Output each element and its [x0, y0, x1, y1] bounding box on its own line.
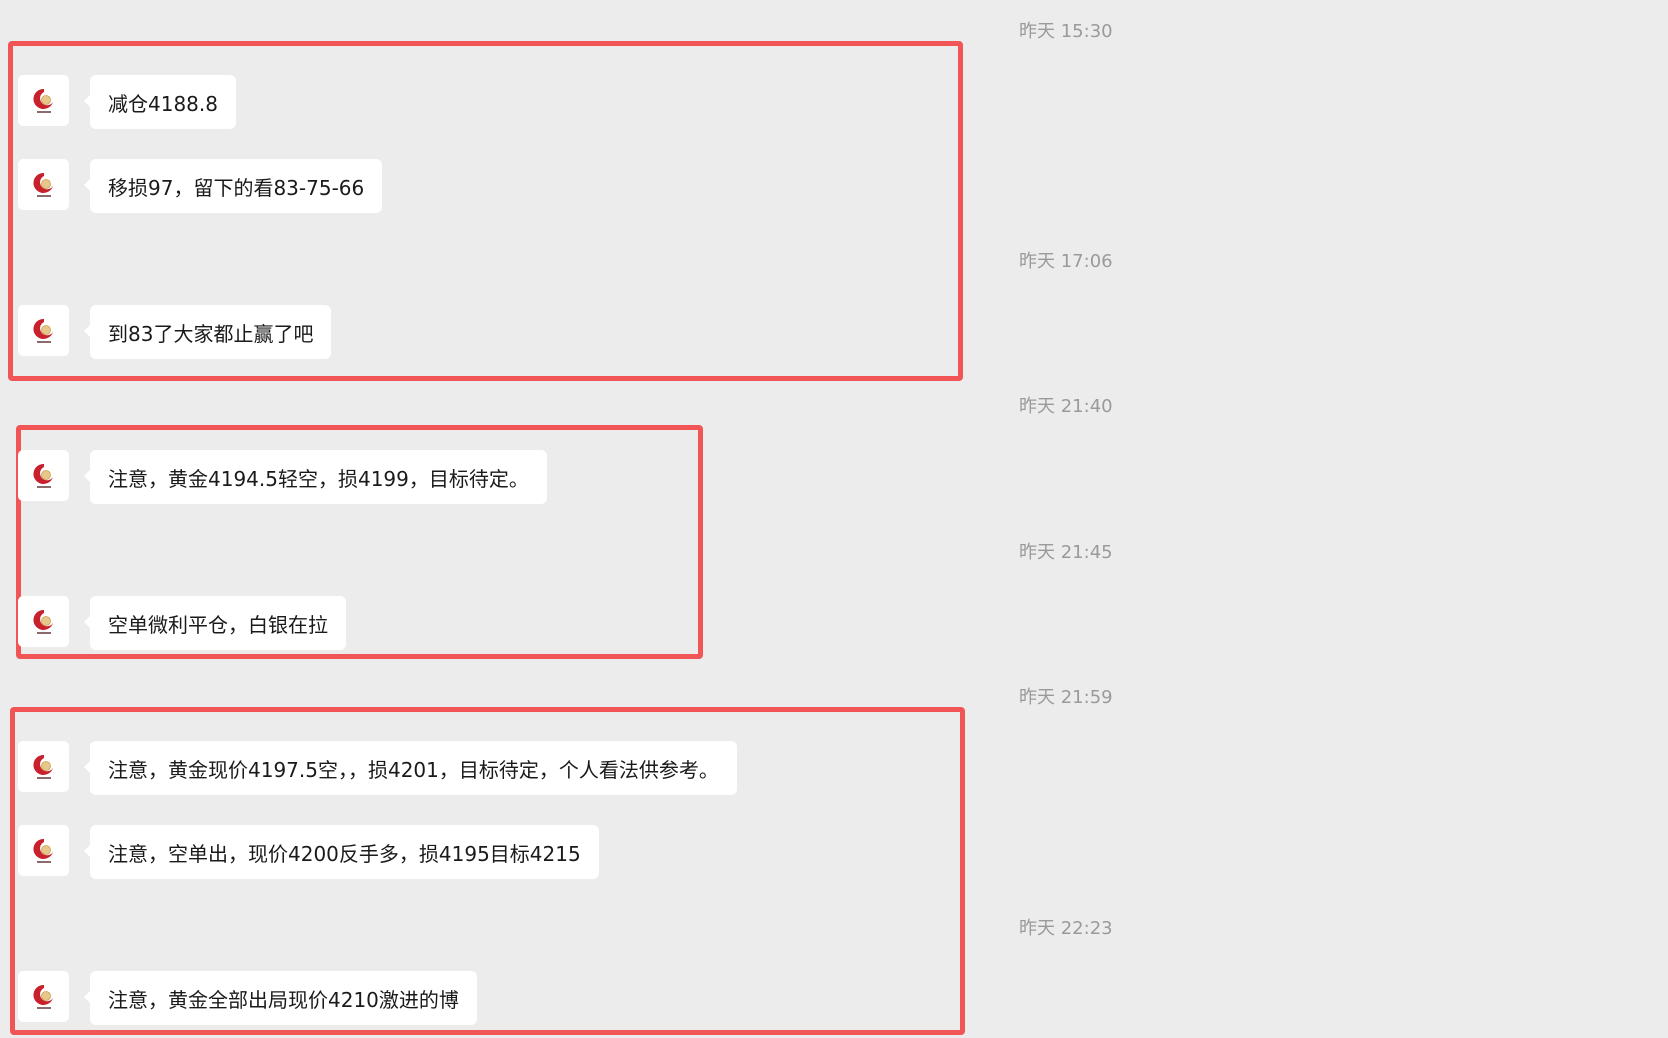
message-bubble[interactable]: 减仓4188.8 [84, 75, 236, 129]
message-bubble[interactable]: 移损97，留下的看83-75-66 [83, 159, 383, 213]
avatar[interactable] [18, 75, 69, 126]
avatar[interactable] [18, 305, 69, 356]
message-bubble[interactable]: 注意，黄金现价4197.5空，，损4201，目标待定，个人看法供参考。 [84, 741, 737, 795]
message-bubble[interactable]: 注意，空单出，现价4200反手多，损4195目标4215 [84, 825, 599, 879]
red-swirl-logo-icon [32, 172, 53, 197]
red-swirl-logo-icon [32, 984, 53, 1009]
red-swirl-logo-icon [32, 838, 53, 863]
red-swirl-logo-icon [32, 609, 53, 634]
highlight-box-1 [8, 41, 963, 381]
timestamp: 昨天 17:06 [1019, 251, 1113, 272]
avatar[interactable] [18, 596, 69, 647]
highlight-box-3 [10, 707, 965, 1035]
avatar[interactable] [18, 159, 69, 210]
timestamp: 昨天 21:45 [1019, 542, 1113, 563]
message-bubble[interactable]: 注意，黄金4194.5轻空，损4199，目标待定。 [84, 450, 547, 504]
avatar[interactable] [18, 450, 69, 501]
timestamp: 昨天 15:30 [1019, 21, 1113, 42]
avatar[interactable] [18, 971, 69, 1022]
highlight-box-2 [16, 425, 703, 659]
timestamp: 昨天 21:59 [1019, 687, 1113, 708]
timestamp: 昨天 21:40 [1019, 396, 1113, 417]
red-swirl-logo-icon [32, 318, 53, 343]
message-bubble[interactable]: 注意，黄金全部出局现价4210激进的博 [84, 971, 477, 1025]
red-swirl-logo-icon [32, 463, 53, 488]
red-swirl-logo-icon [32, 754, 53, 779]
message-bubble[interactable]: 到83了大家都止赢了吧 [83, 305, 332, 359]
message-bubble[interactable]: 空单微利平仓，白银在拉 [84, 596, 346, 650]
timestamp: 昨天 22:23 [1019, 918, 1113, 939]
red-swirl-logo-icon [32, 88, 53, 113]
avatar[interactable] [18, 741, 69, 792]
avatar[interactable] [18, 825, 69, 876]
